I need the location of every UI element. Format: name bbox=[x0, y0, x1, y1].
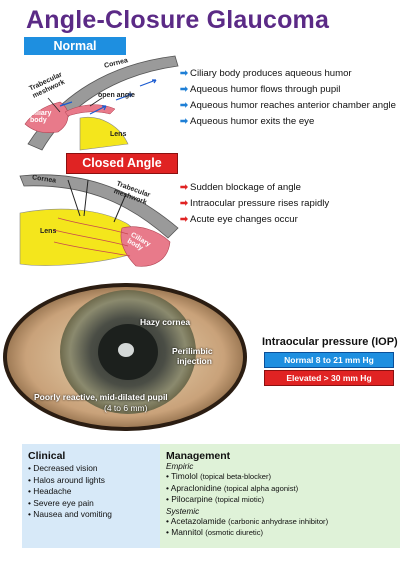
list-item: • Acetazolamide (carbonic anhydrase inhi… bbox=[166, 515, 329, 526]
normal-step: ➡Ciliary body produces aqueous humor bbox=[180, 68, 352, 79]
clinical-list: • Decreased vision • Halos around lights… bbox=[28, 463, 160, 521]
arrow-right-icon: ➡ bbox=[180, 116, 189, 127]
closed-step: ➡Acute eye changes occur bbox=[180, 214, 298, 225]
normal-lens-label: Lens bbox=[110, 131, 127, 138]
normal-step: ➡Aqueous humor exits the eye bbox=[180, 116, 315, 127]
closed-angle-tag: Closed Angle bbox=[66, 153, 178, 174]
normal-angle-diagram bbox=[24, 55, 179, 151]
normal-steps-list: ➡Ciliary body produces aqueous humor ➡Aq… bbox=[180, 66, 396, 130]
eye-photo bbox=[3, 283, 247, 431]
normal-ciliary-label: Ciliary body bbox=[30, 110, 52, 124]
list-item: • Timolol (topical beta-blocker) bbox=[166, 471, 272, 481]
list-item: • Apraclonidine (topical alpha agonist) bbox=[166, 482, 299, 493]
list-item: • Headache bbox=[28, 486, 72, 496]
perilimbic-label-1: Perilimbic bbox=[172, 346, 213, 356]
page-title: Angle-Closure Glaucoma bbox=[26, 6, 330, 34]
normal-step: ➡Aqueous humor reaches anterior chamber … bbox=[180, 100, 396, 111]
list-item: • Halos around lights bbox=[28, 474, 105, 485]
arrow-right-icon: ➡ bbox=[180, 100, 189, 111]
closed-lens-label: Lens bbox=[40, 228, 57, 235]
arrow-right-icon: ➡ bbox=[180, 198, 189, 209]
closed-steps-list: ➡Sudden blockage of angle ➡Intraocular p… bbox=[180, 180, 329, 228]
arrow-right-icon: ➡ bbox=[180, 214, 189, 225]
management-box: Management Empiric • Timolol (topical be… bbox=[160, 444, 400, 548]
closed-step: ➡Intraocular pressure rises rapidly bbox=[180, 198, 330, 209]
clinical-box: Clinical • Decreased vision • Halos arou… bbox=[22, 444, 160, 548]
perilimbic-label-2: injection bbox=[177, 356, 212, 366]
iop-normal-badge: Normal 8 to 21 mm Hg bbox=[264, 352, 394, 368]
hazy-cornea-label: Hazy cornea bbox=[140, 317, 191, 327]
empiric-label: Empiric bbox=[166, 462, 194, 471]
management-title: Management bbox=[166, 450, 231, 462]
iop-title: Intraocular pressure (IOP) bbox=[262, 336, 398, 348]
normal-open-angle-label: open angle bbox=[98, 92, 135, 99]
management-list: Empiric • Timolol (topical beta-blocker)… bbox=[166, 462, 400, 539]
normal-step: ➡Aqueous humor flows through pupil bbox=[180, 84, 341, 95]
arrow-right-icon: ➡ bbox=[180, 68, 189, 79]
list-item: • Mannitol (osmotic diuretic) bbox=[166, 527, 264, 537]
clinical-title: Clinical bbox=[28, 450, 66, 462]
pupil-label-2: (4 to 6 mm) bbox=[104, 403, 148, 413]
normal-tag: Normal bbox=[24, 37, 126, 55]
pupil-label-1: Poorly reactive, mid-dilated pupil bbox=[34, 392, 168, 402]
list-item: • Nausea and vomiting bbox=[28, 509, 112, 519]
arrow-right-icon: ➡ bbox=[180, 84, 189, 95]
arrow-right-icon: ➡ bbox=[180, 182, 189, 193]
systemic-label: Systemic bbox=[166, 506, 200, 516]
closed-angle-diagram bbox=[19, 174, 179, 267]
closed-step: ➡Sudden blockage of angle bbox=[180, 182, 301, 193]
list-item: • Decreased vision bbox=[28, 463, 98, 473]
list-item: • Pilocarpine (topical miotic) bbox=[166, 494, 264, 504]
list-item: • Severe eye pain bbox=[28, 497, 94, 508]
iop-elevated-badge: Elevated > 30 mm Hg bbox=[264, 370, 394, 386]
